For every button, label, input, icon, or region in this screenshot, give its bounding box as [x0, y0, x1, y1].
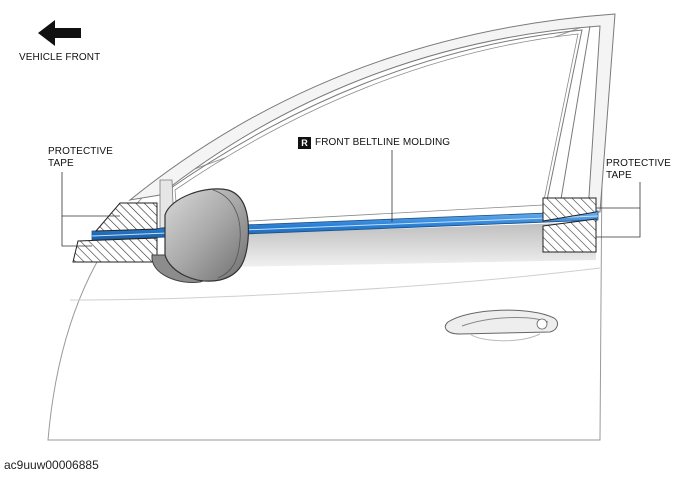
- side-mirror: [151, 188, 250, 284]
- door-handle: [444, 309, 558, 342]
- protective-tape-left-label-line1: PROTECTIVE: [48, 146, 113, 157]
- protective-tape-right-label-line1: PROTECTIVE: [606, 158, 671, 169]
- molding-label: R FRONT BELTLINE MOLDING: [298, 137, 450, 149]
- arrow-left-icon: [38, 20, 81, 46]
- protective-tape-right: [542, 197, 597, 253]
- protective-tape-left-label-line2: TAPE: [48, 158, 74, 169]
- vehicle-front-label: VEHICLE FRONT: [19, 52, 101, 63]
- molding-name: FRONT BELTLINE MOLDING: [315, 137, 451, 148]
- leader-lines: [61, 150, 641, 247]
- molding-badge: R: [298, 137, 311, 149]
- image-id-caption: ac9uuw00006885: [4, 458, 99, 472]
- protective-tape-left: [72, 202, 158, 263]
- protective-tape-right-label-line2: TAPE: [606, 170, 632, 181]
